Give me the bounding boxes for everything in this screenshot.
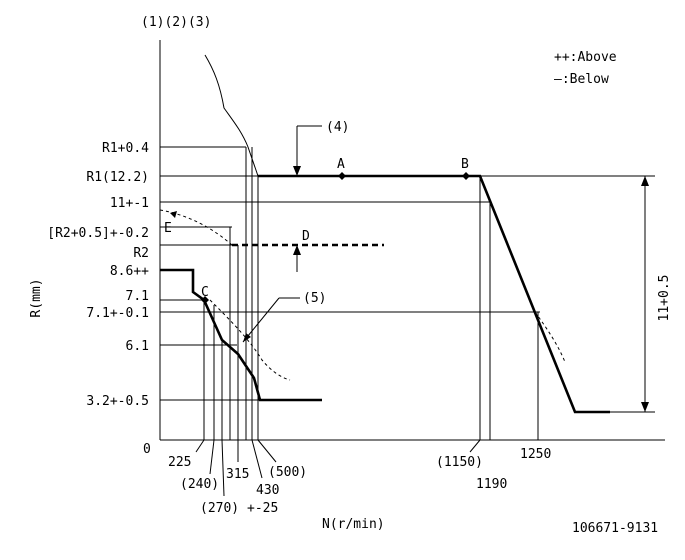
x-leader-500 xyxy=(257,439,277,463)
origin-label: 0 xyxy=(143,442,151,457)
note-5: (5) xyxy=(303,291,326,306)
legend-above: ++:Above xyxy=(554,50,617,65)
point-c-label: C xyxy=(201,285,209,300)
y-label-r2-plus: [R2+0.5]+-0.2 xyxy=(47,226,149,241)
right-dimension-arrow-top xyxy=(641,176,649,186)
x-label-270: (270) xyxy=(200,501,239,516)
x-label-tol25: +-25 xyxy=(247,501,278,516)
point-c-marker xyxy=(201,296,209,304)
y-label-6-1: 6.1 xyxy=(126,339,149,354)
dimension-4-arrow-up xyxy=(293,245,301,255)
curve-right-dashed xyxy=(534,311,566,363)
point-e-marker xyxy=(170,211,177,218)
note-5-leader xyxy=(242,297,280,343)
x-label-1250: 1250 xyxy=(520,447,551,462)
x-leader-270 xyxy=(221,439,225,497)
x-label-225: 225 xyxy=(168,455,191,470)
x-label-1150: (1150) xyxy=(436,455,483,470)
drawing-code: 106671-9131 xyxy=(572,521,658,536)
x-leader-240 xyxy=(209,439,215,475)
x-leader-1150 xyxy=(469,439,481,453)
y-label-7-1-tol: 7.1+-0.1 xyxy=(86,306,149,321)
y-label-r1-plus: R1+0.4 xyxy=(102,141,149,156)
y-label-3-2: 3.2+-0.5 xyxy=(86,394,149,409)
x-label-315: 315 xyxy=(226,467,249,482)
x-leader-225 xyxy=(195,439,205,453)
x-label-240: (240) xyxy=(180,477,219,492)
note-4: (4) xyxy=(326,120,349,135)
dimension-4-arrow-down xyxy=(293,166,301,176)
right-dimension-label: 11+0.5 xyxy=(657,275,672,322)
x-label-1190: 1190 xyxy=(476,477,507,492)
y-label-8-6: 8.6++ xyxy=(110,264,149,279)
curve-full-load xyxy=(258,174,610,414)
y-label-11: 11+-1 xyxy=(110,196,149,211)
point-a-label: A xyxy=(337,157,345,172)
note-5-arrow xyxy=(243,333,251,342)
point-d-label: D xyxy=(302,229,310,244)
point-a-marker xyxy=(338,172,346,180)
curve-5-dashed xyxy=(209,299,291,381)
y-axis-title: R(mm) xyxy=(29,278,44,317)
x-axis-title: N(r/min) xyxy=(322,517,385,532)
point-b-marker xyxy=(462,172,470,180)
y-label-7-1: 7.1 xyxy=(126,289,149,304)
point-b-label: B xyxy=(461,157,469,172)
y-label-r1: R1(12.2) xyxy=(86,170,149,185)
legend-below: —:Below xyxy=(554,72,609,87)
point-e-label: E xyxy=(164,221,172,236)
x-label-500: (500) xyxy=(268,465,307,480)
x-leader-430 xyxy=(251,439,263,479)
curve-upper xyxy=(204,54,259,177)
y-label-r2: R2 xyxy=(133,246,149,261)
x-label-430: 430 xyxy=(256,483,279,498)
curve-e-dashed xyxy=(159,209,233,246)
right-dimension-arrow-bottom xyxy=(641,402,649,412)
header-label: (1)(2)(3) xyxy=(141,15,211,30)
curve-low-idle xyxy=(160,268,322,402)
